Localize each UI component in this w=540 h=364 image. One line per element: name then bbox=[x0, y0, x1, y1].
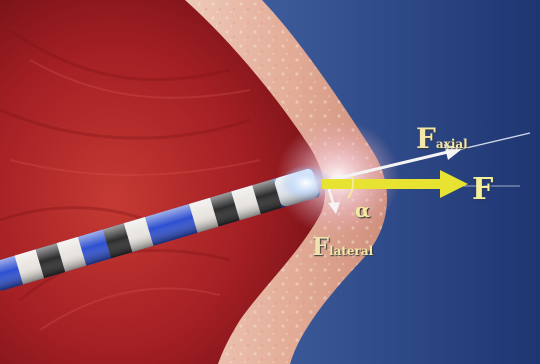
f-lateral-main: F bbox=[312, 232, 329, 261]
f-resultant-main: F bbox=[472, 172, 493, 207]
alpha-symbol: α bbox=[355, 198, 370, 222]
f-axial-subscript: axial bbox=[436, 137, 468, 151]
f-axial-main: F bbox=[416, 122, 436, 155]
f-lateral-subscript: lateral bbox=[329, 244, 373, 258]
f-axial-label: Faxial bbox=[416, 122, 468, 155]
f-resultant-label: F bbox=[472, 172, 493, 207]
alpha-label: α bbox=[355, 198, 370, 222]
f-lateral-label: Flateral bbox=[312, 232, 373, 261]
